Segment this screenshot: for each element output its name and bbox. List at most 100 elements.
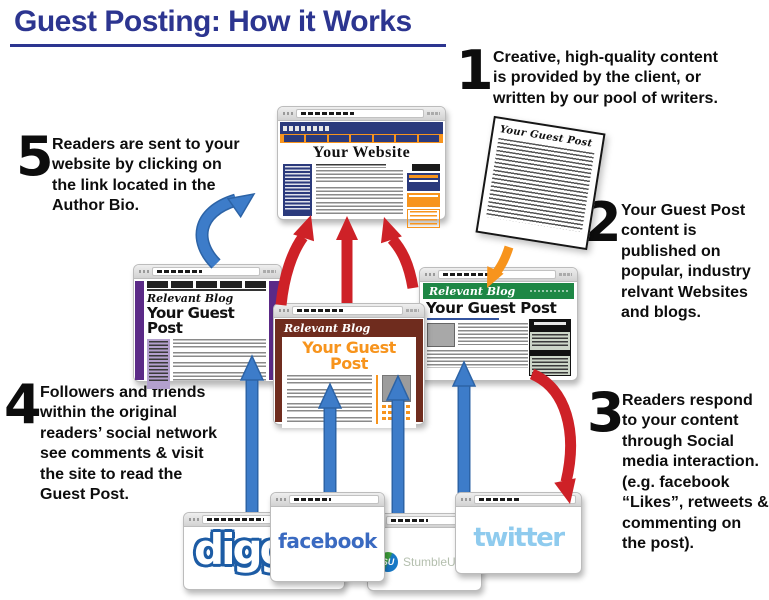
step-2-text: Your Guest Post content is published on …	[621, 202, 751, 322]
text-lines	[287, 389, 372, 399]
text-lines	[285, 165, 310, 210]
facebook-window: facebook	[270, 492, 385, 582]
blog-name: Relevant Blog	[429, 284, 516, 298]
content-panel: Your Guest Post	[282, 337, 416, 428]
browser-chrome	[278, 107, 445, 121]
window-controls-icon	[279, 309, 289, 312]
article-column	[316, 163, 403, 228]
browser-chrome	[134, 265, 281, 279]
text-lines	[458, 323, 528, 345]
step-3-number: 3	[587, 381, 625, 444]
window-corner-text	[263, 270, 276, 273]
article-text	[173, 339, 266, 389]
guest-post-headline: Your Guest Post	[426, 299, 557, 317]
widget-header	[530, 320, 570, 332]
ad-logo-icon	[411, 163, 440, 171]
browser-chrome	[271, 493, 384, 507]
site-logo-icon	[283, 125, 331, 131]
article-text	[287, 375, 372, 424]
widget-band	[530, 350, 570, 356]
text-lines	[486, 137, 595, 233]
browser-chrome	[456, 493, 581, 507]
window-controls-icon	[461, 498, 471, 501]
sidebar-links-box	[283, 163, 312, 216]
window-corner-text	[559, 273, 572, 276]
image-placeholder	[382, 375, 411, 402]
window-controls-icon	[425, 273, 435, 276]
text-lines	[173, 352, 266, 359]
address-bar	[474, 495, 576, 504]
guest-post-headline: Your Guest Post	[147, 304, 235, 337]
step-4-text: Followers and friends within the origina…	[40, 384, 217, 504]
green-blog-window: Relevant Blog Your Guest Post	[419, 267, 578, 381]
purple-side-bar	[135, 281, 144, 380]
text-lines	[316, 169, 403, 184]
text-lines	[287, 375, 372, 385]
ad-box-navy	[407, 172, 440, 191]
address-bar	[296, 109, 424, 118]
twitter-logo: twitter	[473, 523, 565, 553]
your-website-title: Your Website	[312, 144, 411, 161]
ad-box-outlined	[407, 208, 440, 228]
guest-post-headline: Your Guest Post	[302, 338, 396, 373]
sidebar-widget	[529, 319, 571, 376]
window-corner-text	[427, 112, 440, 115]
browser-chrome	[420, 268, 577, 282]
step-5-number: 5	[16, 125, 54, 188]
window-controls-icon	[189, 518, 199, 521]
right-column	[382, 375, 411, 424]
ad-box-orange	[407, 192, 440, 207]
address-bar	[152, 267, 260, 276]
text-lines	[149, 341, 168, 383]
text-lines	[532, 334, 568, 348]
blog-name: Relevant Blog	[284, 322, 371, 335]
window-controls-icon	[139, 270, 149, 273]
blog-page: Relevant Blog Your Guest Post	[421, 283, 576, 378]
bullet-line	[382, 417, 411, 420]
site-nav-bar	[280, 134, 443, 143]
image-placeholder	[427, 323, 455, 347]
text-lines	[316, 186, 403, 199]
sidebar-box	[147, 339, 170, 389]
address-bar	[289, 495, 379, 504]
site-body	[278, 163, 445, 228]
guest-post-paper: Your Guest Post	[475, 115, 606, 251]
step-5-text: Readers are sent to your website by clic…	[52, 136, 240, 215]
window-corner-text	[406, 309, 419, 312]
divider	[376, 375, 378, 424]
blog-page: Relevant Blog Your Guest Post	[135, 281, 280, 389]
twitter-window: twitter	[455, 492, 582, 574]
window-controls-icon	[283, 112, 293, 115]
bullet-line	[382, 405, 411, 408]
text-lines	[173, 362, 266, 369]
bullet-line	[382, 411, 411, 414]
text-lines	[427, 350, 528, 368]
green-header-bar: Relevant Blog	[423, 283, 574, 299]
address-bar	[438, 270, 556, 279]
text-lines	[532, 358, 568, 374]
facebook-logo: facebook	[278, 529, 377, 553]
browser-chrome	[274, 304, 424, 318]
step-1-number: 1	[456, 39, 494, 102]
arrow-maroon-blog-to-website	[336, 216, 358, 303]
arrow-twitter-to-green-blog	[451, 360, 477, 504]
your-website-window: Your Website	[277, 106, 446, 228]
text-lines	[287, 403, 372, 413]
text-lines	[316, 201, 403, 214]
arrow-green-blog-to-twitter	[529, 368, 577, 504]
link-line	[427, 318, 499, 320]
dotted-rule	[530, 290, 568, 292]
window-controls-icon	[276, 498, 286, 501]
title-underline	[10, 44, 446, 47]
site-header-bar	[280, 122, 443, 134]
purple-blog-window: Relevant Blog Your Guest Post	[133, 264, 282, 389]
step-4-number: 4	[4, 373, 42, 436]
text-lines	[173, 372, 266, 382]
text-lines	[287, 417, 372, 424]
step-1-text: Creative, high-quality content is provid…	[493, 49, 718, 107]
step-3-text: Readers respond to your content through …	[622, 392, 769, 553]
page-title: Guest Posting: How it Works	[14, 5, 412, 38]
right-rail	[407, 163, 440, 228]
text-lines	[316, 163, 386, 168]
